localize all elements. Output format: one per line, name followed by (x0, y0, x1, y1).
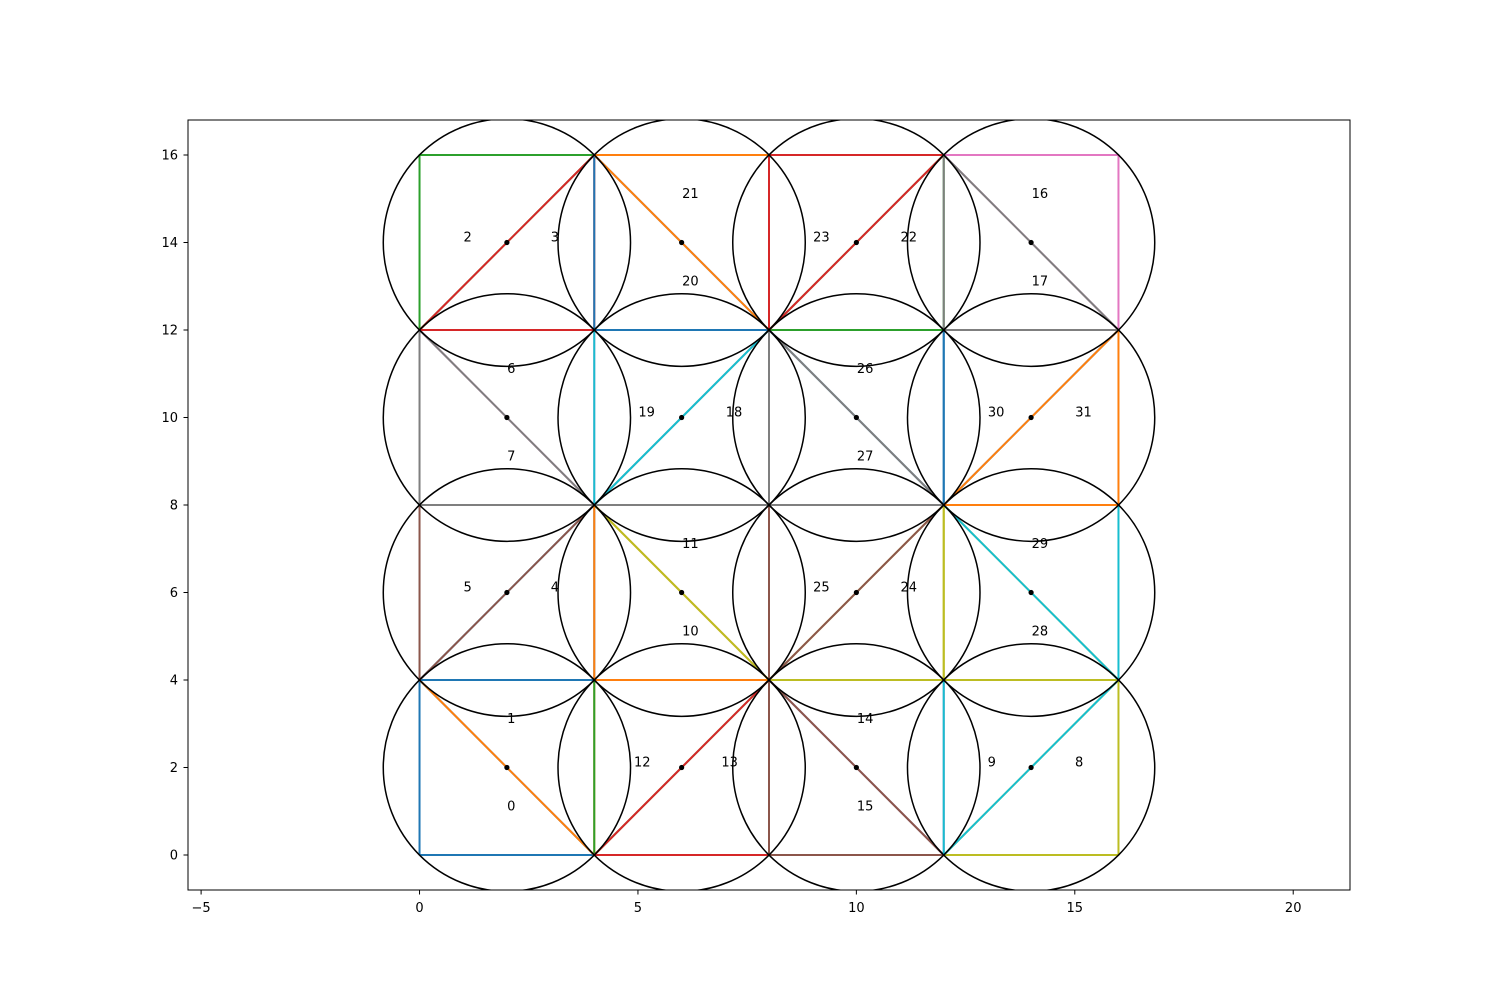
triangle-label-11: 11 (682, 537, 699, 552)
y-tick-label: 6 (170, 586, 178, 601)
triangle-label-2: 2 (463, 231, 471, 246)
triangle-label-0: 0 (507, 799, 515, 814)
center-point-2 (853, 764, 859, 771)
center-point-1 (679, 764, 685, 771)
triangle-label-31: 31 (1075, 406, 1092, 421)
triangle-label-27: 27 (857, 449, 874, 464)
y-tick-label: 0 (170, 849, 178, 864)
y-tick-label: 10 (161, 411, 178, 426)
triangle-label-6: 6 (507, 362, 515, 377)
y-tick-label: 2 (170, 761, 178, 776)
triangle-label-23: 23 (813, 231, 830, 246)
x-tick-label: 5 (634, 901, 642, 916)
center-point-10 (853, 414, 859, 421)
circle-12 (382, 120, 632, 368)
circle-8 (382, 292, 632, 543)
circle-10 (731, 292, 981, 543)
triangle-label-25: 25 (813, 581, 830, 596)
triangle-label-18: 18 (726, 406, 743, 421)
circle-7 (906, 467, 1156, 718)
triangle-label-13: 13 (721, 756, 738, 771)
circle-2 (732, 642, 981, 890)
center-point-7 (1028, 589, 1034, 596)
circle-3 (906, 642, 1156, 890)
center-point-15 (1028, 239, 1034, 246)
x-tick-label: 20 (1285, 901, 1302, 916)
circle-14 (732, 120, 981, 368)
triangle-label-21: 21 (682, 187, 699, 202)
circle-6 (731, 467, 981, 718)
triangle-label-7: 7 (507, 449, 515, 464)
x-tick-label: 0 (415, 901, 423, 916)
circle-15 (906, 120, 1156, 368)
triangle-label-16: 16 (1032, 187, 1049, 202)
center-point-11 (1028, 414, 1034, 421)
y-tick-label: 12 (161, 324, 178, 339)
x-tick-label: 15 (1067, 901, 1084, 916)
center-point-5 (679, 589, 685, 596)
y-tick-label: 4 (170, 674, 178, 689)
center-point-4 (504, 589, 510, 596)
circle-11 (906, 292, 1156, 543)
circle-5 (557, 467, 807, 718)
center-point-9 (679, 414, 685, 421)
y-axis: 0 2 4 6 8 10 12 14 16 (161, 149, 188, 864)
triangle-label-17: 17 (1032, 274, 1049, 289)
circle-4 (382, 467, 632, 718)
y-tick-label: 8 (170, 499, 178, 514)
center-point-13 (679, 239, 685, 246)
circle-9 (557, 292, 807, 543)
circle-13 (557, 120, 806, 368)
center-point-3 (1028, 764, 1034, 771)
center-point-12 (504, 239, 510, 246)
triangle-label-12: 12 (634, 756, 651, 771)
y-tick-label: 14 (161, 236, 178, 251)
circle-1 (557, 642, 806, 890)
triangle-label-28: 28 (1032, 624, 1049, 639)
triangle-label-24: 24 (901, 581, 918, 596)
triangle-label-1: 1 (507, 712, 515, 727)
x-tick-label: 10 (848, 901, 865, 916)
triangle-label-22: 22 (901, 231, 918, 246)
center-point-0 (504, 764, 510, 771)
center-point-6 (853, 589, 859, 596)
x-axis: −5 0 5 10 15 20 (192, 890, 1302, 916)
triangle-label-15: 15 (857, 799, 874, 814)
triangle-label-20: 20 (682, 274, 699, 289)
triangle-label-10: 10 (682, 624, 699, 639)
triangle-label-29: 29 (1032, 537, 1049, 552)
y-tick-label: 16 (161, 149, 178, 164)
triangle-label-9: 9 (988, 756, 996, 771)
triangle-label-30: 30 (988, 406, 1005, 421)
x-tick-label: −5 (192, 901, 211, 916)
center-point-8 (504, 414, 510, 421)
circle-0 (382, 642, 632, 890)
triangle-label-5: 5 (463, 581, 471, 596)
data-layer (382, 120, 1156, 890)
center-point-14 (853, 239, 859, 246)
triangle-label-4: 4 (551, 581, 559, 596)
triangle-label-8: 8 (1075, 756, 1083, 771)
triangle-label-19: 19 (638, 406, 655, 421)
triangle-label-3: 3 (551, 231, 559, 246)
triangle-label-26: 26 (857, 362, 874, 377)
triangle-label-14: 14 (857, 712, 874, 727)
